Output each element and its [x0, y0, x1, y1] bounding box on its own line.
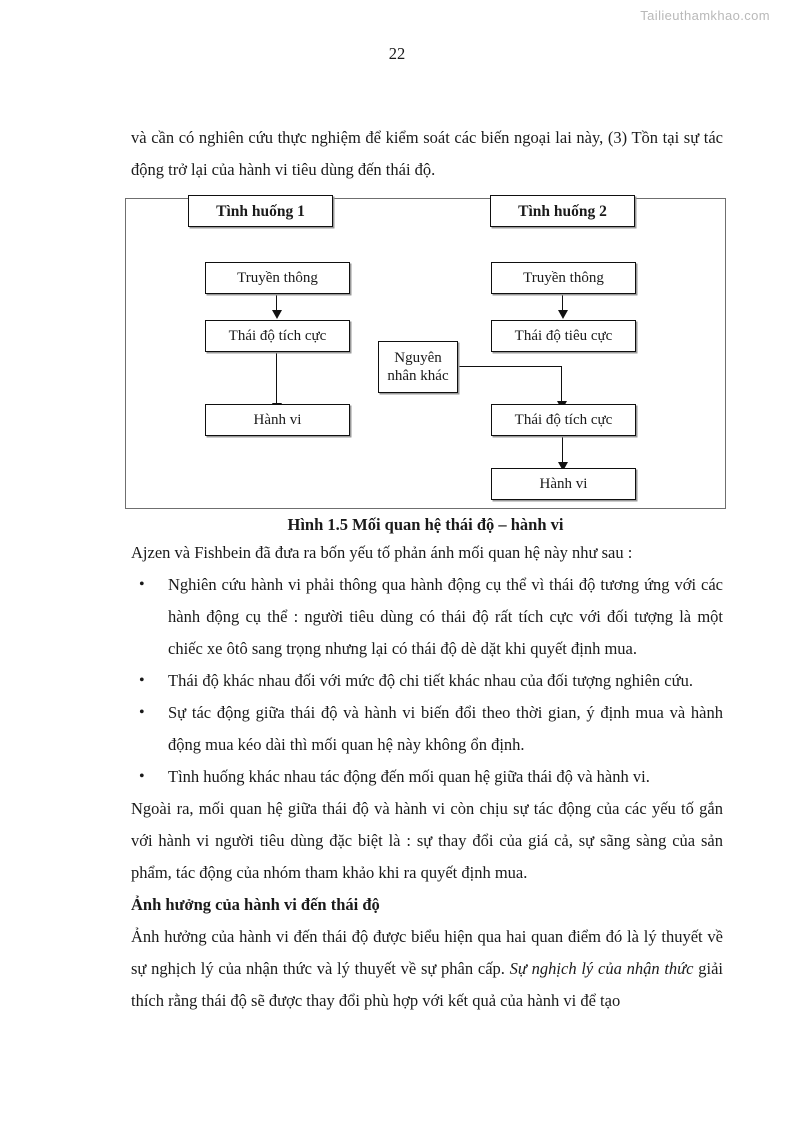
bullet-dot-icon: • [139, 672, 145, 689]
list-item-text: Tình huống khác nhau tác động đến mối qu… [168, 767, 650, 786]
node-media-left-label: Truyền thông [237, 269, 318, 286]
list-item: • Tình huống khác nhau tác động đến mối … [131, 761, 723, 793]
node-positive-attitude-left-label: Thái độ tích cực [228, 327, 327, 344]
closing-paragraph: Ngoài ra, mối quan hệ giữa thái độ và hà… [131, 799, 723, 882]
node-positive-attitude-right: Thái độ tích cực [491, 404, 636, 436]
connector-attitude-to-behavior-right [562, 436, 564, 468]
list-item: • Nghiên cứu hành vi phải thông qua hành… [131, 569, 723, 665]
node-behavior-right: Hành vi [491, 468, 636, 500]
node-negative-attitude-right: Thái độ tiêu cực [491, 320, 636, 352]
node-positive-attitude-left: Thái độ tích cực [205, 320, 350, 352]
connector-other-cause-horizontal [458, 366, 562, 368]
list-item-text: Thái độ khác nhau đối với mức độ chi tiế… [168, 671, 693, 690]
page-number: 22 [388, 44, 406, 63]
figure-caption: Hình 1.5 Mối quan hệ thái độ – hành vi [287, 515, 564, 534]
section-heading: Ảnh hưởng của hành vi đến thái độ [131, 895, 380, 914]
final-paragraph-part-2: giải thích rằng thái độ sẽ được thay đổi… [131, 959, 723, 1010]
connector-media-to-attitude-left [276, 294, 278, 314]
connector-attitude-to-behavior-left [276, 352, 278, 408]
node-behavior-left-label: Hành vi [253, 411, 302, 428]
node-media-right-label: Truyền thông [523, 269, 604, 286]
node-situation-2: Tình huống 2 [490, 195, 635, 227]
list-item-text: Sự tác động giữa thái độ và hành vi biến… [168, 703, 723, 754]
node-media-right: Truyền thông [491, 262, 636, 294]
final-paragraph: Ảnh hưởng của hành vi đến thái độ được b… [131, 921, 723, 1017]
bullet-dot-icon: • [139, 704, 145, 721]
bullet-dot-icon: • [139, 768, 145, 785]
bullet-list: • Nghiên cứu hành vi phải thông qua hành… [131, 569, 723, 793]
connector-other-cause-vertical [561, 366, 563, 405]
node-situation-1: Tình huống 1 [188, 195, 333, 227]
watermark-label: Tailieuthamkhao.com [640, 8, 770, 23]
node-situation-2-label: Tình huống 2 [518, 202, 607, 220]
list-item-text: Nghiên cứu hành vi phải thông qua hành đ… [168, 575, 723, 658]
intro-paragraph-block: và cần có nghiên cứu thực nghiệm để kiểm… [131, 122, 723, 186]
node-situation-1-label: Tình huống 1 [216, 202, 305, 220]
intro-paragraph: và cần có nghiên cứu thực nghiệm để kiểm… [131, 128, 723, 179]
arrowhead-media-to-attitude-left [272, 310, 282, 319]
list-item: • Thái độ khác nhau đối với mức độ chi t… [131, 665, 723, 697]
node-behavior-right-label: Hành vi [539, 475, 588, 492]
list-item: • Sự tác động giữa thái độ và hành vi bi… [131, 697, 723, 761]
connector-media-to-attitude-right [562, 294, 564, 314]
arrowhead-media-to-attitude-right [558, 310, 568, 319]
bullet-dot-icon: • [139, 576, 145, 593]
final-paragraph-italic-term: Sự nghịch lý của nhận thức [509, 959, 694, 978]
node-behavior-left: Hành vi [205, 404, 350, 436]
main-text-block: Ajzen và Fishbein đã đưa ra bốn yếu tố p… [131, 537, 723, 1017]
lead-in-paragraph: Ajzen và Fishbein đã đưa ra bốn yếu tố p… [131, 543, 633, 562]
node-other-cause: Nguyên nhân khác [378, 341, 458, 393]
node-media-left: Truyền thông [205, 262, 350, 294]
figure-1-5: Tình huống 1 Truyền thông Thái độ tích c… [125, 195, 726, 509]
final-paragraph-part-1: Ảnh hưởng của hành vi đến thái độ được b… [131, 927, 723, 978]
node-negative-attitude-right-label: Thái độ tiêu cực [514, 327, 613, 344]
node-positive-attitude-right-label: Thái độ tích cực [514, 411, 613, 428]
node-other-cause-label: Nguyên nhân khác [387, 350, 449, 384]
arrowhead-attitude-to-behavior-right [558, 462, 568, 471]
